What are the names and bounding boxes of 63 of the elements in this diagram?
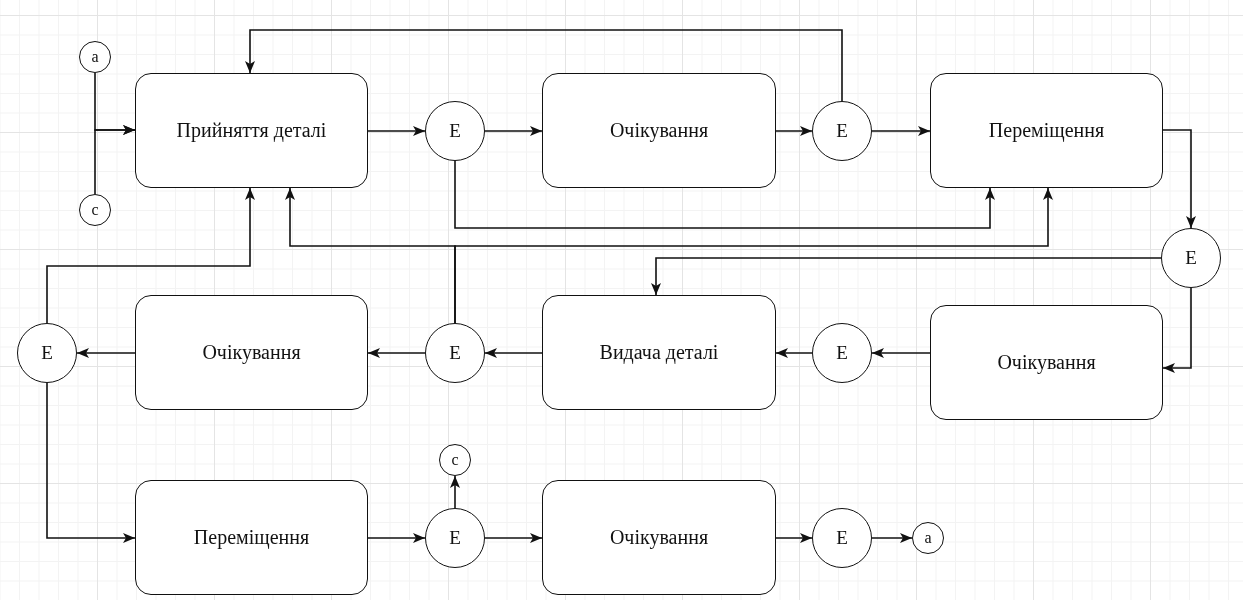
process-box	[542, 480, 776, 595]
arrow	[46, 382, 136, 543]
arrow	[871, 126, 931, 136]
event-label: E	[41, 342, 53, 364]
event-label: E	[1185, 247, 1197, 269]
event-label: E	[449, 527, 461, 549]
arrow	[94, 125, 136, 195]
event-label: E	[836, 342, 848, 364]
connector-label: c	[91, 201, 99, 219]
event-circle	[812, 101, 872, 161]
connector-circle	[439, 444, 471, 476]
connector-circle	[912, 522, 944, 554]
box-label: Переміщення	[988, 119, 1105, 142]
connector-circle	[79, 41, 111, 73]
process-box	[135, 295, 368, 410]
box-label: Очікування	[609, 119, 709, 142]
arrow	[367, 348, 426, 358]
arrow	[450, 475, 460, 509]
arrow	[484, 126, 543, 136]
connector-label: c	[451, 451, 459, 469]
box-label: Прийняття деталі	[176, 119, 327, 142]
process-box	[135, 480, 368, 595]
arrow	[775, 126, 813, 136]
process-box	[930, 73, 1163, 188]
arrow	[775, 533, 813, 543]
box-label: Видача деталі	[599, 341, 719, 364]
arrow	[775, 348, 813, 358]
event-circle	[425, 508, 485, 568]
connector-circle	[79, 194, 111, 226]
arrow	[1162, 287, 1192, 373]
arrow	[367, 126, 426, 136]
event-circle	[1161, 228, 1221, 288]
event-label: E	[449, 342, 461, 364]
box-label: Очікування	[997, 351, 1096, 374]
arrow	[454, 160, 995, 229]
box-label: Очікування	[609, 526, 709, 549]
event-label: E	[449, 120, 461, 142]
arrow	[367, 533, 426, 543]
box-label: Переміщення	[193, 526, 310, 549]
event-circle	[812, 508, 872, 568]
arrow	[484, 533, 543, 543]
event-circle	[812, 323, 872, 383]
process-box	[135, 73, 368, 188]
arrow	[76, 348, 136, 358]
arrow	[871, 348, 931, 358]
event-label: E	[836, 527, 848, 549]
process-box	[930, 305, 1163, 420]
connector-label: a	[91, 48, 99, 66]
connector-label: a	[924, 529, 932, 547]
event-circle	[425, 323, 485, 383]
arrow	[484, 348, 543, 358]
arrow	[46, 187, 255, 324]
process-box	[542, 73, 776, 188]
arrow	[651, 257, 1162, 296]
event-label: E	[836, 120, 848, 142]
box-label: Очікування	[202, 341, 301, 364]
arrow	[245, 29, 843, 102]
process-box	[542, 295, 776, 410]
event-circle	[425, 101, 485, 161]
event-circle	[17, 323, 77, 383]
arrow	[1162, 129, 1196, 229]
arrow	[871, 533, 913, 543]
arrow	[285, 187, 456, 324]
